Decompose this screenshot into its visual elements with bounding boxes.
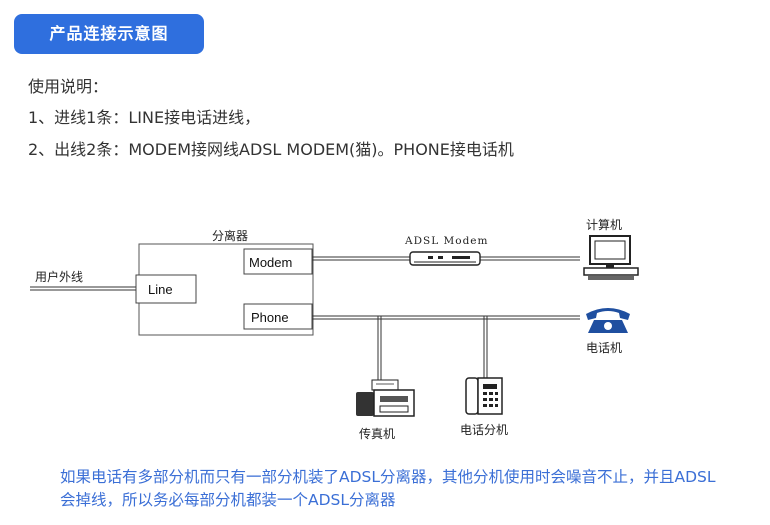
extension-phone-icon <box>465 377 503 415</box>
page-title-badge: 产品连接示意图 <box>14 14 204 54</box>
instruction-line-1: 1、进线1条：LINE接电话进线， <box>28 108 261 127</box>
phone-port-label: Phone <box>251 310 289 325</box>
telephone-label: 电话机 <box>586 341 622 355</box>
extension-phone-label: 电话分机 <box>460 423 508 437</box>
instructions-heading: 使用说明： <box>28 77 109 96</box>
computer-label: 计算机 <box>586 217 622 232</box>
splitter-label: 分离器 <box>212 228 248 243</box>
modem-port <box>243 248 313 275</box>
computer-icon <box>583 235 639 280</box>
warning-note: 如果电话有多部分机而只有一部分机装了ADSL分离器，其他分机使用时会噪音不止，并… <box>60 468 716 509</box>
line-port <box>135 274 197 304</box>
adsl-modem-icon <box>409 251 481 266</box>
modem-port-label: Modem <box>249 255 292 270</box>
modem-wires <box>312 256 580 261</box>
phone-port <box>243 303 313 330</box>
instruction-line-2: 2、出线2条：MODEM接网线ADSL MODEM(猫)。PHONE接电话机 <box>28 140 514 159</box>
phone-wires <box>312 315 580 390</box>
adsl-modem-label: ADSL Modem <box>404 235 488 247</box>
incoming-line-label: 用户外线 <box>35 269 83 284</box>
fax-label: 传真机 <box>359 426 395 441</box>
fax-icon <box>356 379 415 417</box>
telephone-icon <box>586 308 630 333</box>
line-port-label: Line <box>148 282 173 297</box>
